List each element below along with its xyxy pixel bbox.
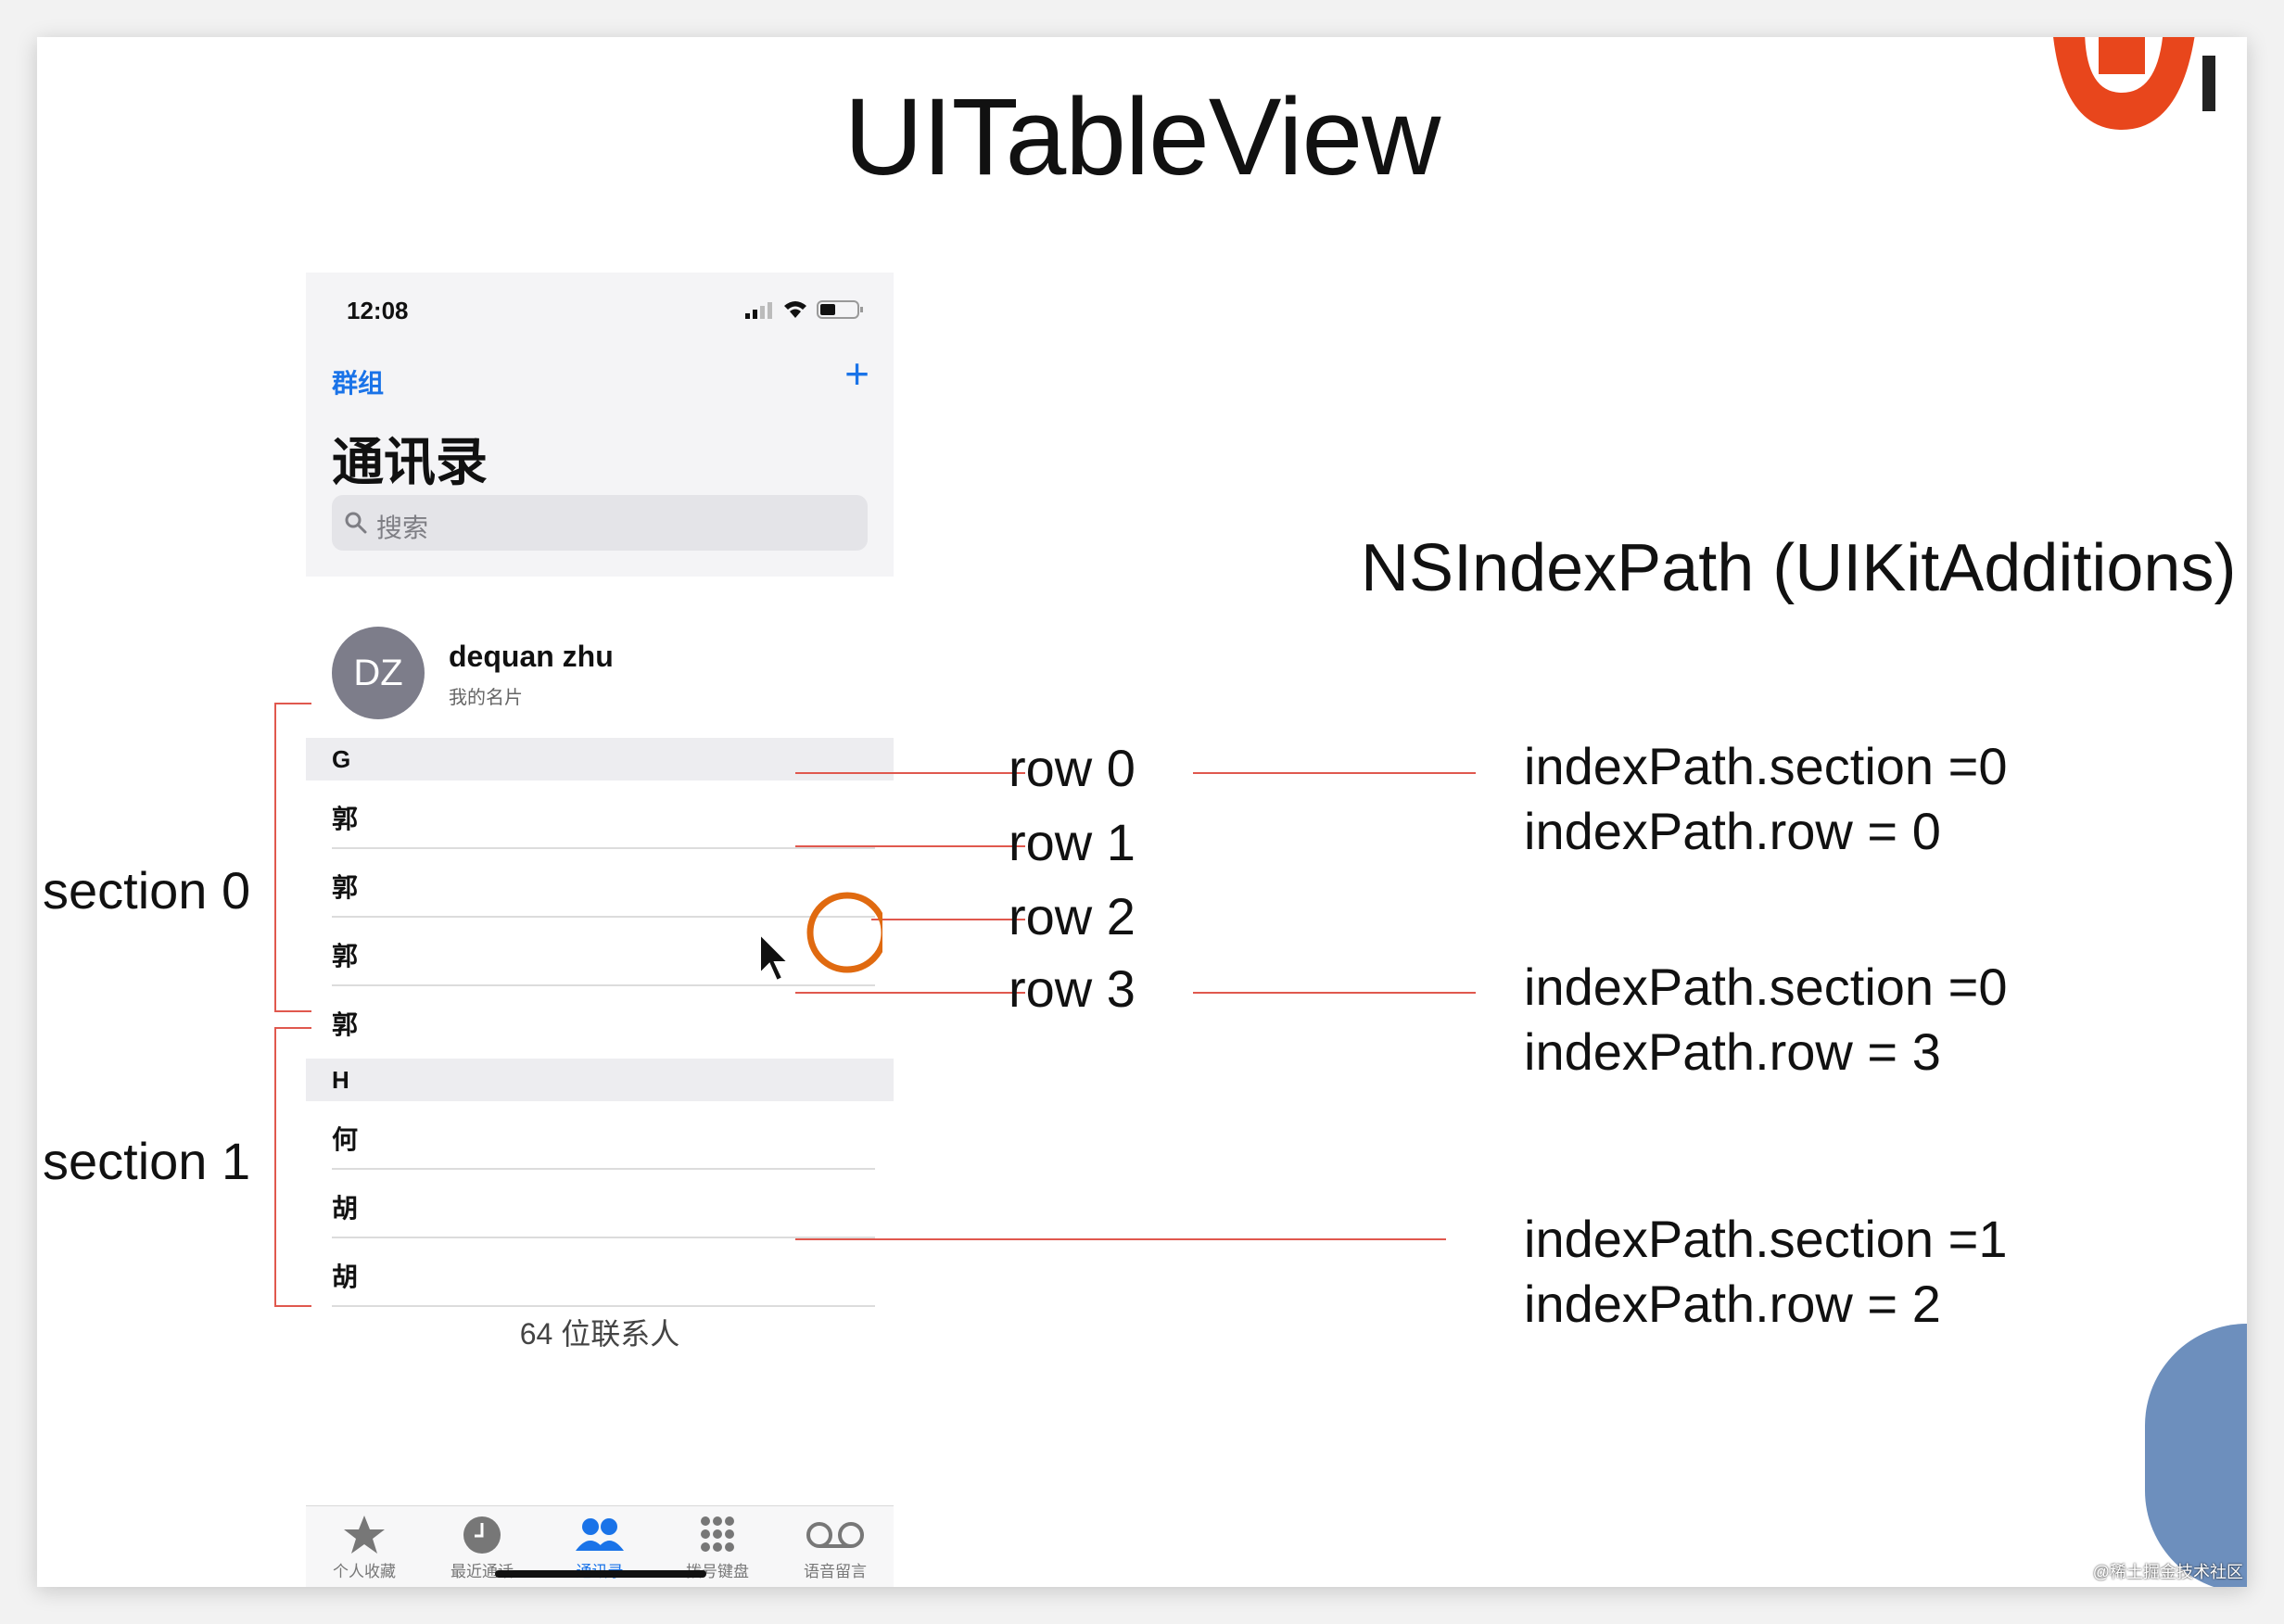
- table-row[interactable]: 何: [306, 1101, 894, 1170]
- indexpath-group-1: indexPath.section =0 indexPath.row = 3: [1524, 958, 2008, 1081]
- nsindexpath-heading: NSIndexPath (UIKitAdditions): [1361, 531, 2237, 605]
- slide-title: UITableView: [844, 76, 1441, 198]
- groups-button[interactable]: 群组: [332, 369, 385, 398]
- table-row[interactable]: 郭: [306, 918, 894, 986]
- presenter-camera-overlay: [2145, 1324, 2247, 1587]
- keypad-icon: [701, 1516, 734, 1552]
- table-row[interactable]: 郭: [306, 849, 894, 918]
- search-placeholder: 搜索: [376, 514, 429, 542]
- row2-label: row 2: [1009, 887, 1136, 945]
- home-indicator: [495, 1570, 706, 1578]
- row3-pointer-line: [795, 992, 1025, 994]
- page-title: 通讯录: [332, 433, 488, 491]
- voicemail-icon: [806, 1522, 864, 1548]
- indexpath-group-2: indexPath.section =1 indexPath.row = 2: [1524, 1210, 2008, 1333]
- section-header-h: H: [306, 1059, 894, 1101]
- tab-voicemail[interactable]: 语音留言: [777, 1514, 894, 1581]
- row1-label: row 1: [1009, 813, 1136, 871]
- table-row[interactable]: 郭: [306, 780, 894, 849]
- star-icon: [344, 1516, 385, 1554]
- watermark: @稀土掘金技术社区: [2092, 1563, 2243, 1581]
- indexpath-group-0: indexPath.section =0 indexPath.row = 0: [1524, 737, 2008, 860]
- my-card-subtitle: 我的名片: [449, 688, 523, 708]
- section1-label: section 1: [43, 1132, 251, 1190]
- contact-count: 64 位联系人: [519, 1317, 680, 1351]
- row3-label: row 3: [1009, 959, 1136, 1018]
- table-row[interactable]: 郭: [332, 1010, 359, 1039]
- row1-pointer-line: [795, 845, 1025, 847]
- row0-label: row 0: [1009, 739, 1136, 797]
- row0-pointer-line: [795, 772, 1025, 774]
- presentation-slide: UITableView 12:08 群组 + 通讯录: [37, 37, 2247, 1587]
- contacts-icon: [576, 1518, 624, 1551]
- my-card-name[interactable]: dequan zhu: [449, 640, 614, 673]
- avatar[interactable]: DZ: [332, 627, 425, 719]
- search-input[interactable]: 搜索: [332, 495, 868, 551]
- clock-icon: [463, 1516, 501, 1554]
- indexpath-s1r2-pointer-line: [795, 1238, 1446, 1240]
- search-icon: [345, 512, 367, 534]
- cursor-arrow-icon: [759, 933, 791, 983]
- section0-bracket: [274, 703, 276, 1012]
- indexpath0-pointer-line: [1193, 772, 1476, 774]
- add-contact-button[interactable]: +: [844, 349, 869, 398]
- status-icons: [745, 300, 863, 319]
- tab-favorites[interactable]: 个人收藏: [306, 1514, 423, 1581]
- indexpath3-pointer-line: [1193, 992, 1476, 994]
- brand-logo-icon: [2053, 37, 2215, 130]
- section1-bracket: [274, 1027, 276, 1307]
- section-header-g: G: [306, 738, 894, 780]
- table-row[interactable]: 胡: [306, 1170, 894, 1238]
- tap-indicator-icon: [806, 892, 882, 973]
- table-row[interactable]: 胡: [306, 1238, 894, 1307]
- phone-screenshot: 12:08 群组 + 通讯录 搜索: [306, 273, 894, 1587]
- status-time: 12:08: [347, 297, 409, 324]
- phone-header-area: 12:08 群组 + 通讯录 搜索: [306, 273, 894, 577]
- section0-label: section 0: [43, 861, 251, 920]
- row2-pointer-line: [871, 919, 1025, 920]
